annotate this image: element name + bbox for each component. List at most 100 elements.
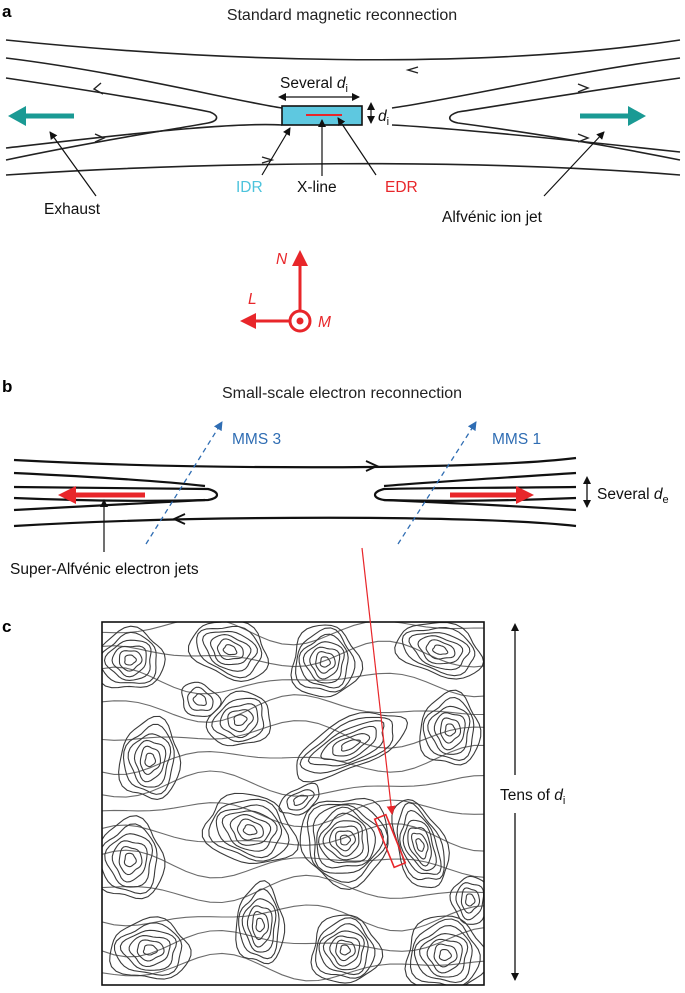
contour-line bbox=[242, 824, 258, 836]
right-electron-jet-head bbox=[516, 486, 534, 504]
contour-line bbox=[118, 715, 182, 801]
contour-line bbox=[341, 739, 362, 752]
contour-line bbox=[196, 625, 263, 679]
contour-line bbox=[235, 880, 286, 965]
contour-line bbox=[299, 797, 389, 891]
contour-line bbox=[286, 789, 315, 811]
contour-line bbox=[205, 690, 272, 747]
contour-line bbox=[219, 703, 259, 739]
contour-line bbox=[312, 804, 384, 874]
right-outflow-arrowhead bbox=[628, 106, 646, 126]
field-arrow-upper-right bbox=[577, 83, 590, 93]
contour-line bbox=[339, 834, 352, 846]
contour-line bbox=[465, 893, 476, 907]
contour-line bbox=[402, 819, 437, 872]
contour-line bbox=[438, 948, 452, 961]
n-axis-arrowhead bbox=[292, 250, 308, 266]
m-axis-label: M bbox=[318, 314, 331, 331]
field-arrow-upper-left bbox=[92, 82, 104, 95]
contour-line bbox=[399, 809, 442, 875]
contour-line bbox=[139, 745, 162, 775]
contour-line bbox=[339, 944, 351, 956]
contour-line bbox=[133, 739, 167, 783]
contour-line bbox=[315, 917, 376, 979]
di-height-label: di bbox=[378, 108, 389, 128]
contour-line bbox=[278, 782, 320, 816]
contour-streamline bbox=[102, 874, 484, 904]
mms3-label: MMS 3 bbox=[232, 431, 281, 448]
contour-line bbox=[111, 645, 147, 678]
xline-label: X-line bbox=[297, 179, 337, 196]
contour-line bbox=[425, 639, 456, 660]
panel-b-title: Small-scale electron reconnection bbox=[222, 385, 462, 402]
panel-a-letter: a bbox=[2, 2, 12, 21]
contour-line bbox=[113, 922, 183, 976]
contour-line bbox=[241, 898, 277, 953]
contour-line bbox=[119, 929, 178, 971]
contour-line bbox=[222, 644, 238, 656]
edr-pointer bbox=[337, 117, 377, 176]
contour-line bbox=[215, 804, 283, 859]
contour-streamline bbox=[102, 904, 484, 932]
contour-line bbox=[335, 939, 356, 962]
contour-line bbox=[111, 840, 148, 883]
contour-line bbox=[192, 693, 207, 706]
contour-streamline bbox=[102, 720, 484, 749]
field-arrow-top bbox=[405, 66, 419, 74]
panel-b-letter: b bbox=[2, 377, 12, 396]
contour-line bbox=[460, 887, 481, 914]
idr-pointer bbox=[261, 127, 291, 176]
contour-line bbox=[306, 803, 389, 883]
several-de-label: Several de bbox=[597, 486, 669, 506]
contour-line bbox=[404, 915, 484, 985]
mms1-trajectory bbox=[397, 421, 477, 545]
contour-map-frame bbox=[101, 621, 485, 986]
contour-line bbox=[236, 818, 264, 841]
left-outflow-arrowhead bbox=[8, 106, 26, 126]
contour-line bbox=[415, 838, 425, 852]
n-axis-label: N bbox=[276, 251, 288, 268]
panel-a: a Standard magnetic reconnection Several… bbox=[2, 2, 681, 226]
jet-pointer bbox=[543, 131, 605, 197]
contour-line bbox=[417, 635, 464, 665]
contour-line bbox=[122, 723, 175, 795]
contour-line bbox=[298, 633, 349, 689]
contour-line bbox=[142, 944, 158, 956]
contour-line bbox=[118, 845, 143, 876]
panel-b: b Small-scale electron reconnection MMS … bbox=[2, 377, 669, 578]
mms3-trajectory bbox=[145, 421, 223, 545]
contour-line bbox=[322, 820, 364, 861]
contour-line bbox=[422, 696, 475, 761]
zoom-region-box bbox=[373, 813, 407, 869]
contour-line bbox=[309, 646, 341, 680]
several-di-label: Several di bbox=[280, 75, 348, 95]
field-arrow-bottom bbox=[261, 156, 275, 164]
contour-line bbox=[426, 938, 463, 974]
contour-line bbox=[238, 888, 280, 960]
panel-c: c Tens of di bbox=[2, 547, 590, 986]
contour-line bbox=[102, 815, 166, 900]
contour-line bbox=[318, 923, 369, 976]
contour-line bbox=[328, 825, 360, 857]
contour-line bbox=[295, 627, 356, 693]
contour-line bbox=[255, 917, 265, 933]
contour-streamline bbox=[102, 849, 484, 879]
exhaust-pointer bbox=[49, 131, 97, 197]
contour-line bbox=[233, 714, 248, 727]
jet-label: Alfvénic ion jet bbox=[442, 209, 543, 226]
panel-c-letter: c bbox=[2, 617, 11, 636]
panel-a-field-lines bbox=[5, 39, 681, 176]
field-arrow-b-bottom bbox=[171, 513, 186, 525]
contour-line bbox=[290, 624, 364, 698]
l-axis-label: L bbox=[248, 291, 257, 308]
electron-jets-label: Super-Alfvénic electron jets bbox=[10, 561, 199, 578]
contour-line bbox=[201, 792, 300, 864]
panel-b-field-lines bbox=[13, 456, 577, 528]
contour-line bbox=[401, 627, 476, 677]
contour-line bbox=[296, 711, 409, 783]
coordinate-axes: N L M bbox=[240, 250, 331, 333]
contour-line bbox=[211, 697, 265, 743]
contour-line bbox=[251, 910, 269, 941]
contour-line bbox=[413, 925, 473, 984]
